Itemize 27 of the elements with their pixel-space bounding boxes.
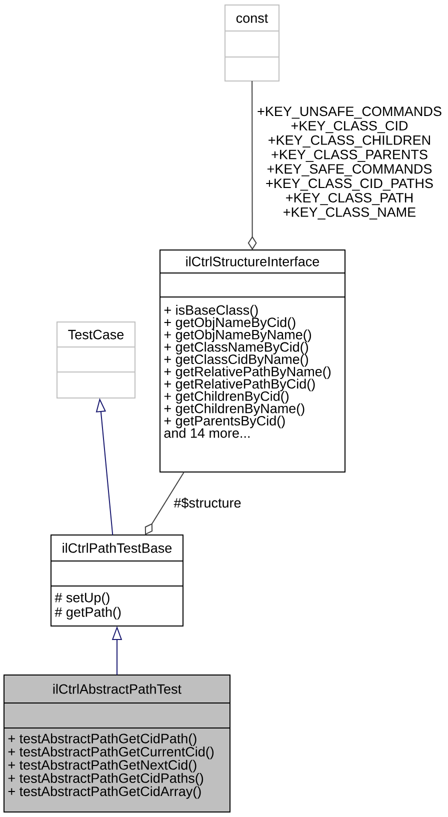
class-member: + testAbstractPathGetCidArray() [8,786,201,799]
class-name: ilCtrlAbstractPathTest [53,684,182,694]
diamond-connector [248,80,257,250]
class-name: TestCase [68,330,124,340]
edge-label: #$structure [172,496,242,510]
class-member: + getChildrenByName() [164,403,304,416]
class-member: # setUp() [54,592,110,606]
class-name: ilCtrlStructureInterface [186,256,320,266]
class-member: + getRelativePathByName() [164,366,331,380]
class-member: + testAbstractPathGetCurrentCid() [8,746,214,760]
class-name: const [236,14,268,23]
edge-label: +KEY_UNSAFE_COMMANDS +KEY_CLASS_CID +KEY_CLASS_CHILDREN +KEY_CLASS_PARENTS +KEY_SAFE_COMMANDS +KEY_CLASS_CID_PATHS +KEY_CLASS_PATH +KEY_CLASS_NAME [254,106,444,220]
class-member: + getParentsByCid() [164,416,285,428]
class-name: ilCtrlPathTestBase [62,542,172,553]
class-member: + getObjNameByName() [164,330,311,342]
class-member: + getChildrenByCid() [164,391,288,404]
class-member: # getPath() [54,606,121,620]
class-member: + getClassCidByName() [164,354,308,367]
diamond-connector [144,472,185,535]
class-member: + isBaseClass() [164,304,258,318]
class-member: + testAbstractPathGetCidPaths() [8,773,204,786]
class-member: + testAbstractPathGetCidPath() [8,733,196,746]
class-member: and 14 more... [164,428,250,438]
class-member: + getClassNameByCid() [164,342,308,354]
class-member: + testAbstractPathGetNextCid() [8,760,196,772]
class-member: + getRelativePathByCid() [164,378,315,392]
class-member: + getObjNameByCid() [164,317,296,330]
